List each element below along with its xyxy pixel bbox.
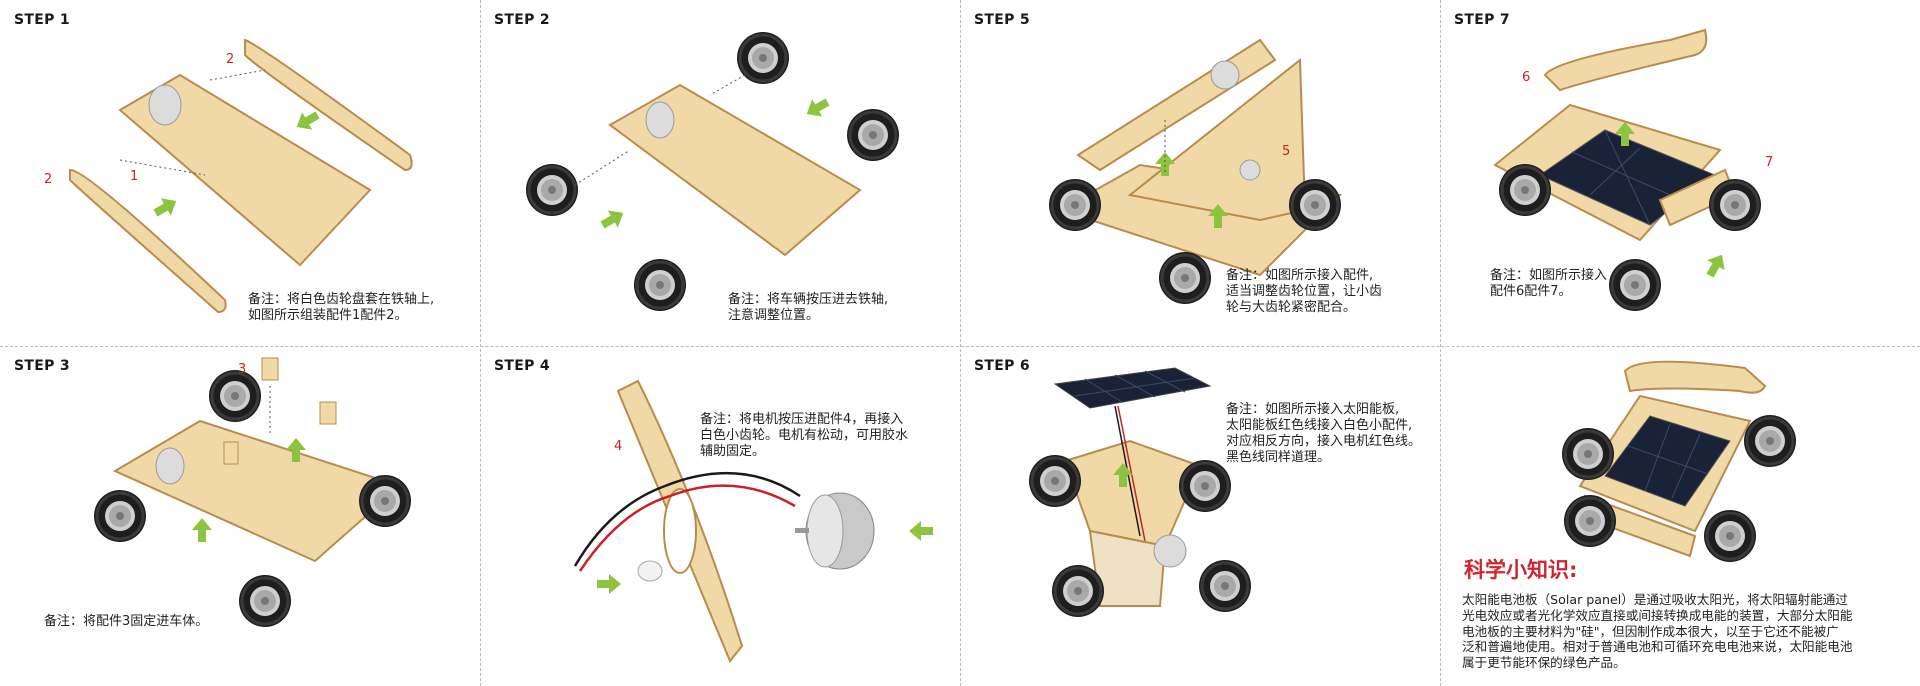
step-6-panel: STEP 6 备注：如图所示接入太阳能板, 太阳能板红色线接入白色小配件, 对应… <box>960 346 1440 686</box>
step-7-panel: STEP 7 6 7 备注：如图所示接入 配件6配件7。 <box>1440 0 1920 346</box>
step-1-note: 备注：将白色齿轮盘套在铁轴上, 如图所示组装配件1配件2。 <box>248 292 435 323</box>
step-5-note: 备注：如图所示接入配件, 适当调整齿轮位置，让小齿 轮与大齿轮紧密配合。 <box>1226 268 1383 315</box>
step-3-panel: STEP 3 3 备注：将配件3固定进车体。 <box>0 346 480 686</box>
step-1-callout-b: 2 <box>44 172 52 187</box>
step-1-callout-a: 2 <box>226 52 234 67</box>
step-1-panel: STEP 1 2 2 1 备注：将白色齿轮盘套在铁轴上, 如图所示组装配件1配件… <box>0 0 480 346</box>
divider-vertical-3 <box>1440 0 1441 686</box>
step-1-illustration: 2 2 1 <box>44 38 413 314</box>
step-2-panel: STEP 2 备注：将车辆按压进去铁轴, 注意调整位置。 <box>480 0 960 346</box>
step-6-label: STEP 6 <box>974 358 1030 374</box>
step-6-illustration <box>1027 367 1253 619</box>
step-3-note: 备注：将配件3固定进车体。 <box>44 614 209 629</box>
step-2-note: 备注：将车辆按压进去铁轴, 注意调整位置。 <box>728 292 889 323</box>
step-4-panel: STEP 4 4 备注：将电机按压进配件4，再接入 白色小齿轮。电机有松动，可用… <box>480 346 960 686</box>
step-7-callout-b: 7 <box>1765 155 1773 170</box>
step-7-callout-a: 6 <box>1522 70 1530 85</box>
step-7-label: STEP 7 <box>1454 12 1510 28</box>
step-4-illustration: 4 <box>573 379 933 663</box>
step-2-label: STEP 2 <box>494 12 550 28</box>
step-5-label: STEP 5 <box>974 12 1030 28</box>
step-5-callout: 5 <box>1282 144 1290 159</box>
step-3-illustration: 3 <box>92 357 413 629</box>
step-4-note: 备注：将电机按压进配件4，再接入 白色小齿轮。电机有松动，可用胶水 辅助固定。 <box>700 412 909 459</box>
step-7-note: 备注：如图所示接入 配件6配件7。 <box>1490 268 1608 299</box>
divider-vertical-2 <box>960 0 961 686</box>
divider-vertical-1 <box>480 0 481 686</box>
step-4-label: STEP 4 <box>494 358 550 374</box>
final-panel: 科学小知识: 太阳能电池板（Solar panel）是通过吸收太阳光，将太阳辐射… <box>1440 346 1920 686</box>
step-2-illustration <box>524 30 901 313</box>
step-1-label: STEP 1 <box>14 12 70 28</box>
step-3-label: STEP 3 <box>14 358 70 374</box>
step-5-panel: STEP 5 5 备注：如图所示接入配件, 适当调整齿轮位置，让小齿 轮与大齿轮… <box>960 0 1440 346</box>
step-1-callout-c: 1 <box>130 169 138 184</box>
step-4-callout: 4 <box>614 439 622 454</box>
step-3-callout: 3 <box>238 362 246 377</box>
step-7-illustration: 6 7 <box>1493 28 1773 313</box>
finished-car-illustration <box>1560 360 1798 564</box>
divider-horizontal <box>0 346 1920 347</box>
science-title: 科学小知识: <box>1464 558 1578 582</box>
science-text: 太阳能电池板（Solar panel）是通过吸收太阳光，将太阳辐射能通过 光电效… <box>1462 592 1853 671</box>
step-6-note: 备注：如图所示接入太阳能板, 太阳能板红色线接入白色小配件, 对应相反方向，接入… <box>1226 402 1422 465</box>
step-5-illustration: 5 <box>1047 38 1343 306</box>
